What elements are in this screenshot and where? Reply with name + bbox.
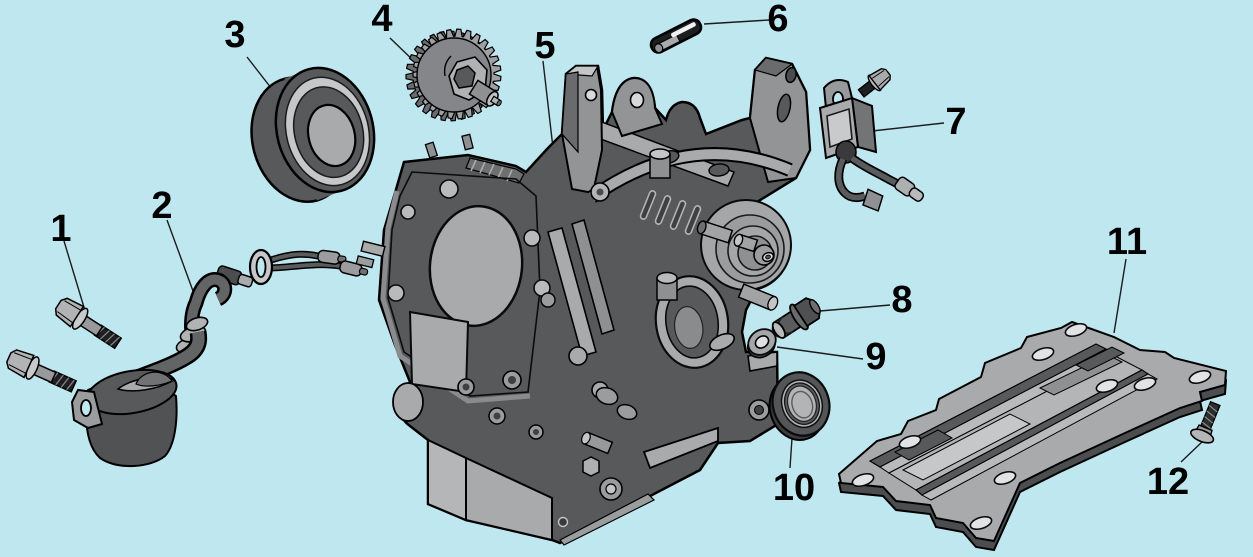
svg-text:8: 8 xyxy=(891,279,912,321)
svg-text:7: 7 xyxy=(945,101,966,143)
svg-text:4: 4 xyxy=(371,0,392,40)
svg-text:11: 11 xyxy=(1107,221,1147,263)
svg-text:6: 6 xyxy=(767,0,788,40)
svg-text:10: 10 xyxy=(773,467,815,509)
svg-text:1: 1 xyxy=(50,208,71,250)
svg-text:3: 3 xyxy=(224,14,245,56)
svg-text:2: 2 xyxy=(151,185,172,227)
svg-text:9: 9 xyxy=(865,336,886,378)
svg-text:5: 5 xyxy=(534,25,555,67)
svg-text:12: 12 xyxy=(1147,461,1189,503)
